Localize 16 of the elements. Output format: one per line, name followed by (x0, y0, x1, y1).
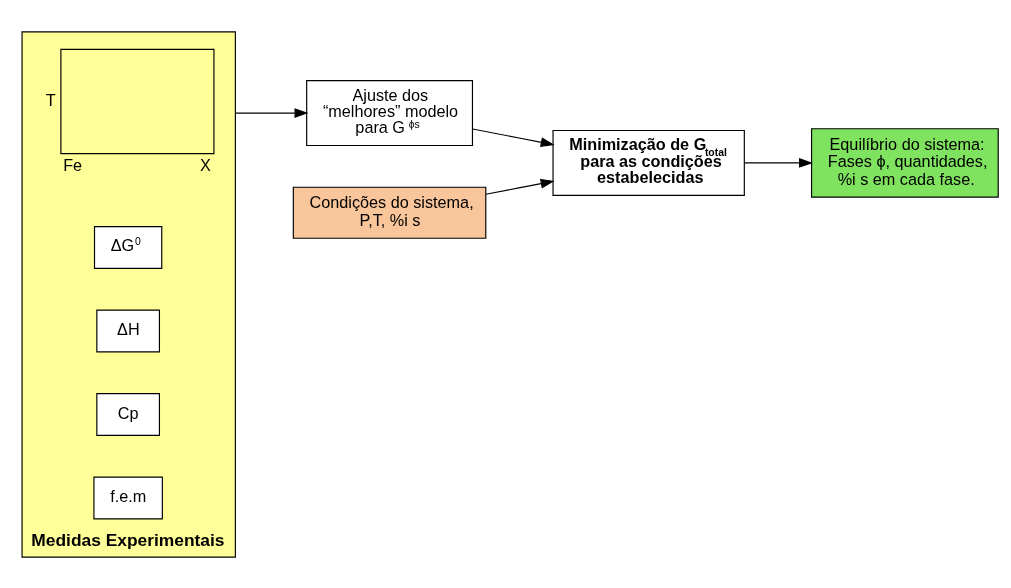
arrow (234, 107, 309, 118)
node-label: T (45, 90, 56, 109)
arrow (743, 157, 813, 168)
node-box: Cp (96, 392, 160, 436)
arrow (485, 178, 555, 195)
node-box: ΔG$^{0}$ (93, 225, 163, 269)
node-box (60, 48, 215, 154)
node-box: Minimização de G$_{total}$ para as condições estabelecidas (552, 129, 745, 196)
node-label: Fe (63, 155, 83, 174)
node-box: Condições do sistema, P,T, %i s (292, 186, 487, 239)
arrow (472, 127, 555, 147)
node-box: f.e.m (93, 476, 163, 519)
node-box: Ajuste dos “melhores” modelo para G $^{ϕs}$ (306, 79, 474, 146)
node-box: Equilíbrio do sistema: Fases ϕ, quantidades, %i s em cada fase. (810, 127, 999, 198)
node-box: ΔH (96, 309, 160, 352)
node-label: X (200, 155, 211, 174)
